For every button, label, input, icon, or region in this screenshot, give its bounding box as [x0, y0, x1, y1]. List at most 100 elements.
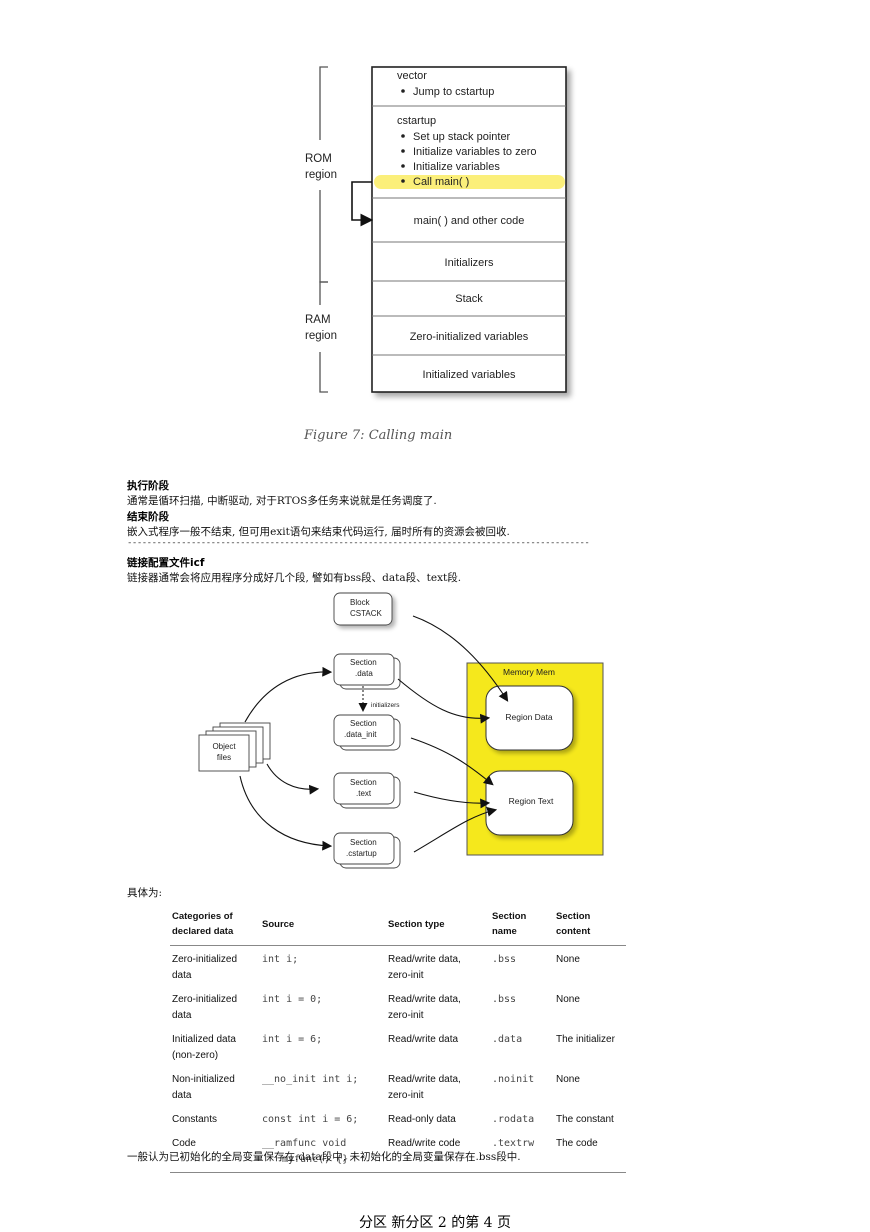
ram-label-2: region	[305, 330, 337, 342]
cell-section-type: Read/write data,zero-init	[388, 994, 461, 1021]
arrow-obj-to-text	[266, 763, 320, 795]
header-source: Source	[262, 918, 295, 930]
section-data-init-label-2: .data_init	[344, 730, 377, 739]
section-text-label-2: .text	[356, 789, 372, 798]
section-data: Section .data	[333, 653, 401, 690]
section-text: Section .text	[333, 772, 401, 809]
object-files-label-2: files	[217, 753, 231, 762]
page-footer: 分区 新分区 2 的第 4 页	[358, 1215, 512, 1231]
cell-source: const int i = 6;	[262, 1114, 359, 1125]
rom-label-1: ROM	[305, 153, 332, 165]
cell-section-name: .bss	[492, 954, 517, 965]
cstartup-item-3: Initialize variables	[413, 161, 500, 173]
region-data-label: Region Data	[505, 712, 553, 722]
exec-heading: 执行阶段	[127, 480, 169, 492]
arrow-cstartup-to-region-text	[413, 806, 498, 853]
cell-section-type: Read/write data,zero-init	[388, 1074, 461, 1101]
icf-body: 链接器通常会将应用程序分成好几个段, 譬如有bss段、data段、text段.	[127, 572, 462, 584]
cell-source: __no_init int i;	[262, 1074, 359, 1085]
arrow-cstack-to-region-data	[412, 615, 509, 702]
block-main-code: main( ) and other code	[414, 215, 525, 227]
object-files-label-1: Object	[212, 742, 236, 751]
section-data-init: Section .data_init	[333, 714, 401, 751]
block-cstack-label-2: CSTACK	[350, 609, 383, 618]
vector-item: Jump to cstartup	[413, 86, 494, 98]
cell-section-type: Read/write data	[388, 1034, 459, 1045]
linker-diagram: Memory Mem Region Data Region Text Objec…	[198, 592, 604, 869]
ram-bracket	[319, 281, 328, 393]
cell-section-name: .noinit	[492, 1074, 535, 1085]
cell-section-content: None	[556, 994, 580, 1005]
cell-section-content: The constant	[556, 1114, 614, 1125]
block-cstack-box	[333, 592, 393, 626]
arrow-data-to-region-data	[397, 678, 491, 724]
cell-section-type: Read-only data	[388, 1114, 456, 1125]
cell-section-content: None	[556, 1074, 580, 1085]
cstartup-call-main: Call main( )	[413, 176, 469, 188]
arrow-text-to-region-text	[413, 791, 491, 809]
cstartup-item-2: Initialize variables to zero	[413, 146, 537, 158]
cell-section-content: The initializer	[556, 1034, 615, 1045]
end-body: 嵌入式程序一般不结束, 但可用exit语句来结束代码运行, 届时所有的资源会被回…	[127, 526, 510, 538]
cell-section-type: Read/write code	[388, 1138, 461, 1149]
cell-source: int i = 0;	[262, 994, 323, 1005]
call-main-highlight	[374, 175, 565, 189]
cell-source: int i = 6;	[262, 1034, 323, 1045]
cell-section-content: The code	[556, 1138, 598, 1149]
block-zero-init: Zero-initialized variables	[410, 331, 529, 343]
arrow-datainit-to-region-text	[410, 737, 494, 786]
cstartup-item-1: Set up stack pointer	[413, 131, 511, 143]
cell-category: Initialized data(non-zero)	[172, 1034, 236, 1061]
icf-heading: 链接配置文件icf	[127, 557, 205, 569]
table-row: Initialized data(non-zero) int i = 6; Read…	[170, 1026, 626, 1066]
section-cstartup: Section .cstartup	[333, 832, 401, 869]
vector-title: vector	[397, 70, 427, 82]
section-data-label-2: .data	[355, 669, 373, 678]
memory-box	[371, 66, 567, 393]
header-section-content: Section content	[556, 911, 591, 937]
figure-caption: Figure 7: Calling main	[304, 428, 453, 443]
cell-section-content: None	[556, 954, 580, 965]
cell-category: Code	[172, 1138, 196, 1149]
memory-mem-title: Memory Mem	[503, 667, 555, 677]
arrow-obj-to-cstartup	[239, 775, 333, 851]
cell-section-type: Read/write data,zero-init	[388, 954, 461, 981]
call-arrow	[351, 181, 374, 227]
cstartup-title: cstartup	[397, 115, 436, 127]
object-files: Object files	[198, 722, 271, 772]
separator-line: ----------------------------------------…	[127, 538, 590, 548]
cell-source: int i;	[262, 954, 299, 965]
arrow-obj-to-data	[244, 666, 333, 723]
block-initialized: Initialized variables	[423, 369, 516, 381]
memory-map-figure: ROM region RAM region vector Jump to cst…	[305, 66, 567, 393]
section-cstartup-label-1: Section	[350, 838, 377, 847]
cell-section-name: .bss	[492, 994, 517, 1005]
section-data-label-1: Section	[350, 658, 377, 667]
section-text-label-1: Section	[350, 778, 377, 787]
cell-category: Constants	[172, 1114, 218, 1125]
end-heading: 结束阶段	[127, 511, 169, 523]
region-text-label: Region Text	[509, 796, 554, 806]
header-section-type: Section type	[388, 918, 445, 930]
section-data-init-label-1: Section	[350, 719, 377, 728]
conclusion-text: 一般认为已初始化的全局变量保存在.data段中, 未初始化的全局变量保存在.bs…	[127, 1151, 521, 1163]
cell-section-name: .data	[492, 1034, 523, 1045]
specifically-label: 具体为:	[127, 887, 163, 899]
cell-section-name: .textrw	[492, 1138, 535, 1149]
initializers-label: initializers	[371, 702, 400, 709]
block-cstack-label-1: Block	[350, 598, 371, 607]
exec-body: 通常是循环扫描, 中断驱动, 对于RTOS多任务来说就是任务调度了.	[127, 495, 437, 507]
block-initializers: Initializers	[445, 257, 494, 269]
